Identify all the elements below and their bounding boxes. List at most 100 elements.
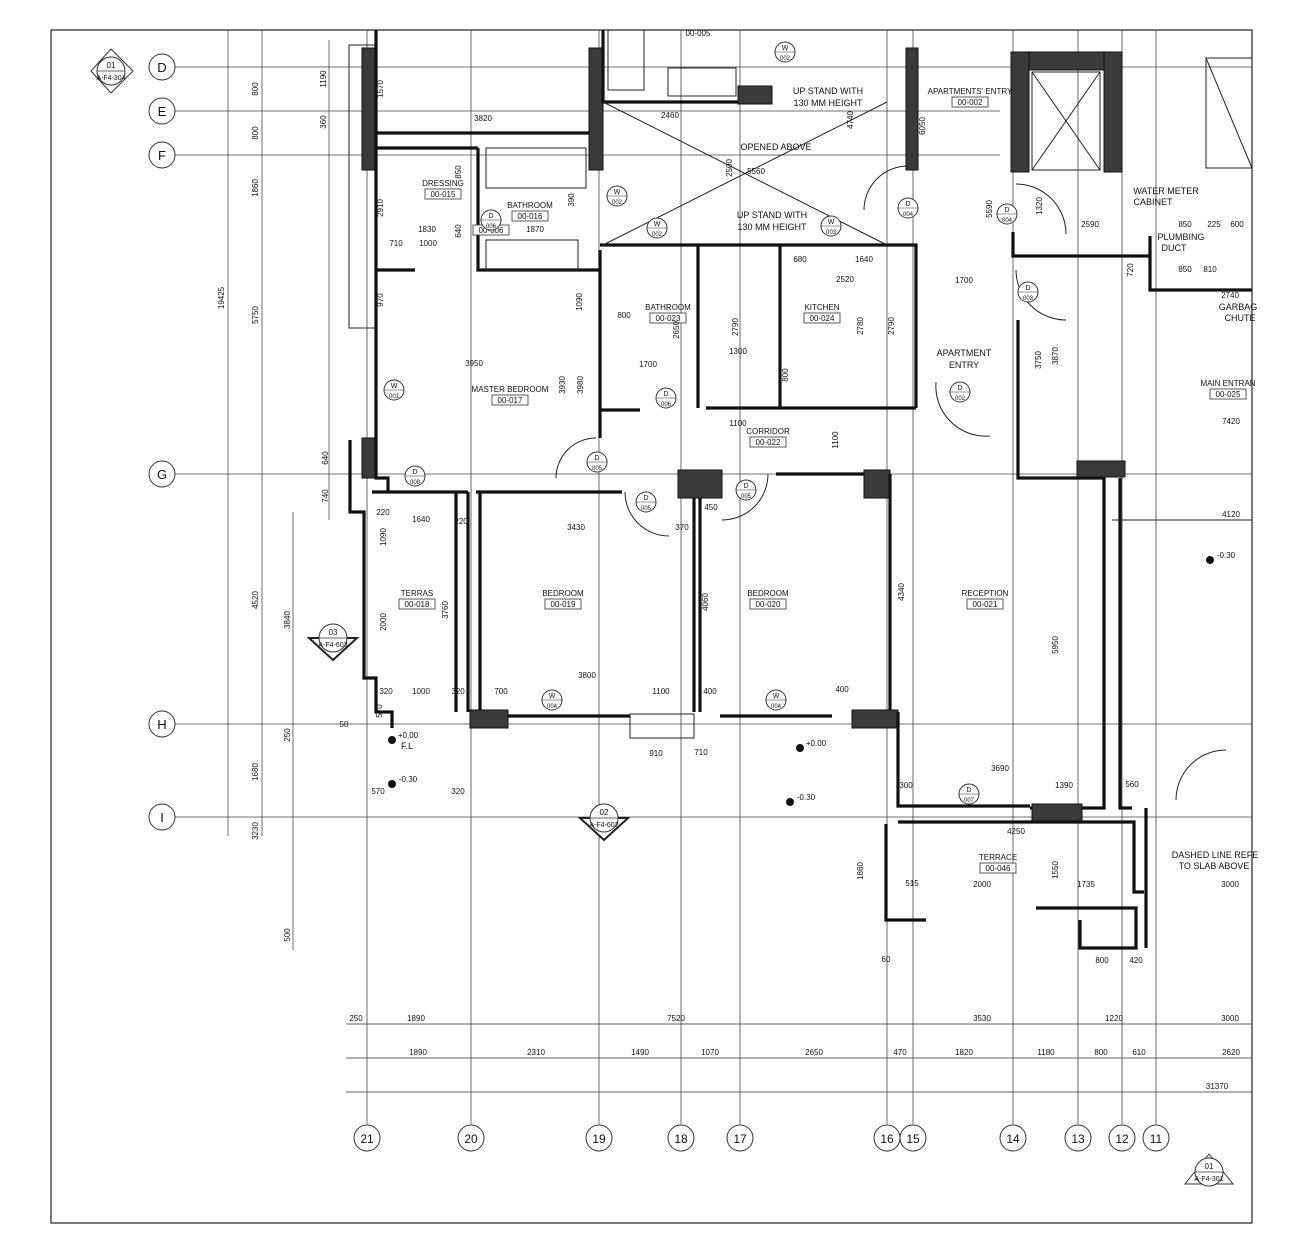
plan-note: GARBAG [1219, 302, 1258, 312]
tag-number: 007 [964, 798, 975, 804]
dimension-label: 1700 [955, 276, 973, 285]
plan-note: UP STAND WITH [737, 210, 807, 220]
room-name: BATHROOM [507, 201, 553, 210]
dimension-label: 800 [1094, 1048, 1108, 1057]
tag-letter: W [549, 693, 556, 700]
dimension-label: 1735 [1077, 880, 1095, 889]
grid-col-bubble: 18 [667, 1124, 695, 1152]
tag-letter: D [1025, 285, 1030, 292]
dimension-label: 1680 [251, 763, 260, 781]
dimension-label: 910 [649, 749, 663, 758]
tag-number: 005 [592, 466, 603, 472]
dimension-label: 50 [340, 720, 349, 729]
dimension-label: 3870 [1051, 347, 1060, 365]
dimension-label: 850 [1178, 265, 1192, 274]
grid-row-label: H [157, 717, 166, 732]
door-tag: D 005 [586, 451, 608, 473]
dimension-label: 3950 [465, 359, 483, 368]
tag-number: 003 [1023, 296, 1034, 302]
section-sheet-ref: A-F4-603 [318, 642, 347, 649]
tag-letter: W [614, 189, 621, 196]
wall-linework [175, 29, 1253, 1124]
room-code: 00-019 [551, 600, 576, 609]
dimension-label: 470 [893, 1048, 907, 1057]
grid-row-bubble: F [148, 141, 176, 169]
grid-col-bubble: 14 [999, 1124, 1027, 1152]
dimension-label: 1820 [955, 1048, 973, 1057]
room-name: KITCHEN [804, 303, 839, 312]
tag-number: 008 [410, 480, 421, 486]
dimension-label: 2650 [672, 321, 681, 339]
dimension-label: 2310 [527, 1048, 545, 1057]
room-name: APARTMENTS' ENTRY [928, 87, 1013, 96]
dimension-label: 1390 [1055, 781, 1073, 790]
dimension-label: 400 [835, 685, 849, 694]
dimension-label: 800 [781, 368, 790, 382]
dimension-label: 3000 [1221, 880, 1239, 889]
tag-letter: W [391, 383, 398, 390]
dimension-label: 2790 [887, 317, 896, 335]
grid-row-label: D [157, 60, 166, 75]
room-code: 00-024 [810, 314, 835, 323]
dimension-label: 4740 [846, 111, 855, 129]
tag-number: 002 [612, 200, 623, 206]
dimension-label: 400 [703, 687, 717, 696]
dimension-label: 1100 [729, 419, 747, 428]
dimension-label: 1640 [412, 515, 430, 524]
dimension-label: 2460 [661, 111, 679, 120]
tag-letter: D [643, 495, 648, 502]
room-code: 00-015 [431, 190, 456, 199]
dimension-label: 1000 [419, 239, 437, 248]
tag-number: 002 [955, 396, 966, 402]
grid-col-label: 12 [1115, 1132, 1129, 1146]
grid-col-bubble: 19 [585, 1124, 613, 1152]
dimension-label: 3980 [576, 376, 585, 394]
level-marker: -0.30 [1206, 551, 1236, 564]
section-marker: 02A-F4-602 [577, 803, 631, 842]
room-name: MAIN ENTRAN [1200, 379, 1255, 388]
dimension-label: 720 [1126, 263, 1135, 277]
section-sheet-ref: A-F4-301 [1194, 1176, 1223, 1183]
room-name: RECEPTION [962, 589, 1009, 598]
grid-col-label: 18 [674, 1132, 688, 1146]
dimension-label: 3690 [991, 764, 1009, 773]
dimension-label: 250 [283, 728, 292, 742]
level-marker: -0.30 [388, 775, 418, 788]
tag-letter: W [828, 219, 835, 226]
dimension-label: 2620 [1222, 1048, 1240, 1057]
plan-note: OPENED ABOVE [740, 142, 811, 152]
room-code: 00-017 [498, 396, 523, 405]
dimension-label: 1070 [701, 1048, 719, 1057]
plan-note: F.L [401, 741, 413, 751]
grid-row-label: E [158, 104, 167, 119]
grid-col-bubble: 13 [1064, 1124, 1092, 1152]
grid-col-bubble: 12 [1108, 1124, 1136, 1152]
plan-note: APARTMENT [937, 348, 992, 358]
level-value: +0.00 [398, 731, 419, 740]
grid-col-bubble: 21 [353, 1124, 381, 1152]
grid-row-bubble: E [148, 97, 176, 125]
section-sheet-ref: A-F4-602 [589, 822, 618, 829]
grid-col-label: 14 [1006, 1132, 1020, 1146]
dimension-label: 3820 [474, 114, 492, 123]
tag-letter: D [594, 455, 599, 462]
dimension-label: 250 [349, 1014, 363, 1023]
dimension-label: 560 [1125, 780, 1139, 789]
tag-number: 005 [741, 494, 752, 500]
dimension-label: 19425 [217, 286, 226, 309]
plan-note: CABINET [1133, 197, 1173, 207]
dimension-label: 1300 [729, 347, 747, 356]
dimension-label: 320 [451, 687, 465, 696]
grid-col-bubble: 11 [1142, 1124, 1170, 1152]
tag-number: 004 [771, 704, 782, 710]
dimension-label: 600 [1230, 220, 1244, 229]
level-value: -0.30 [399, 775, 418, 784]
dimension-label: 4120 [1222, 510, 1240, 519]
